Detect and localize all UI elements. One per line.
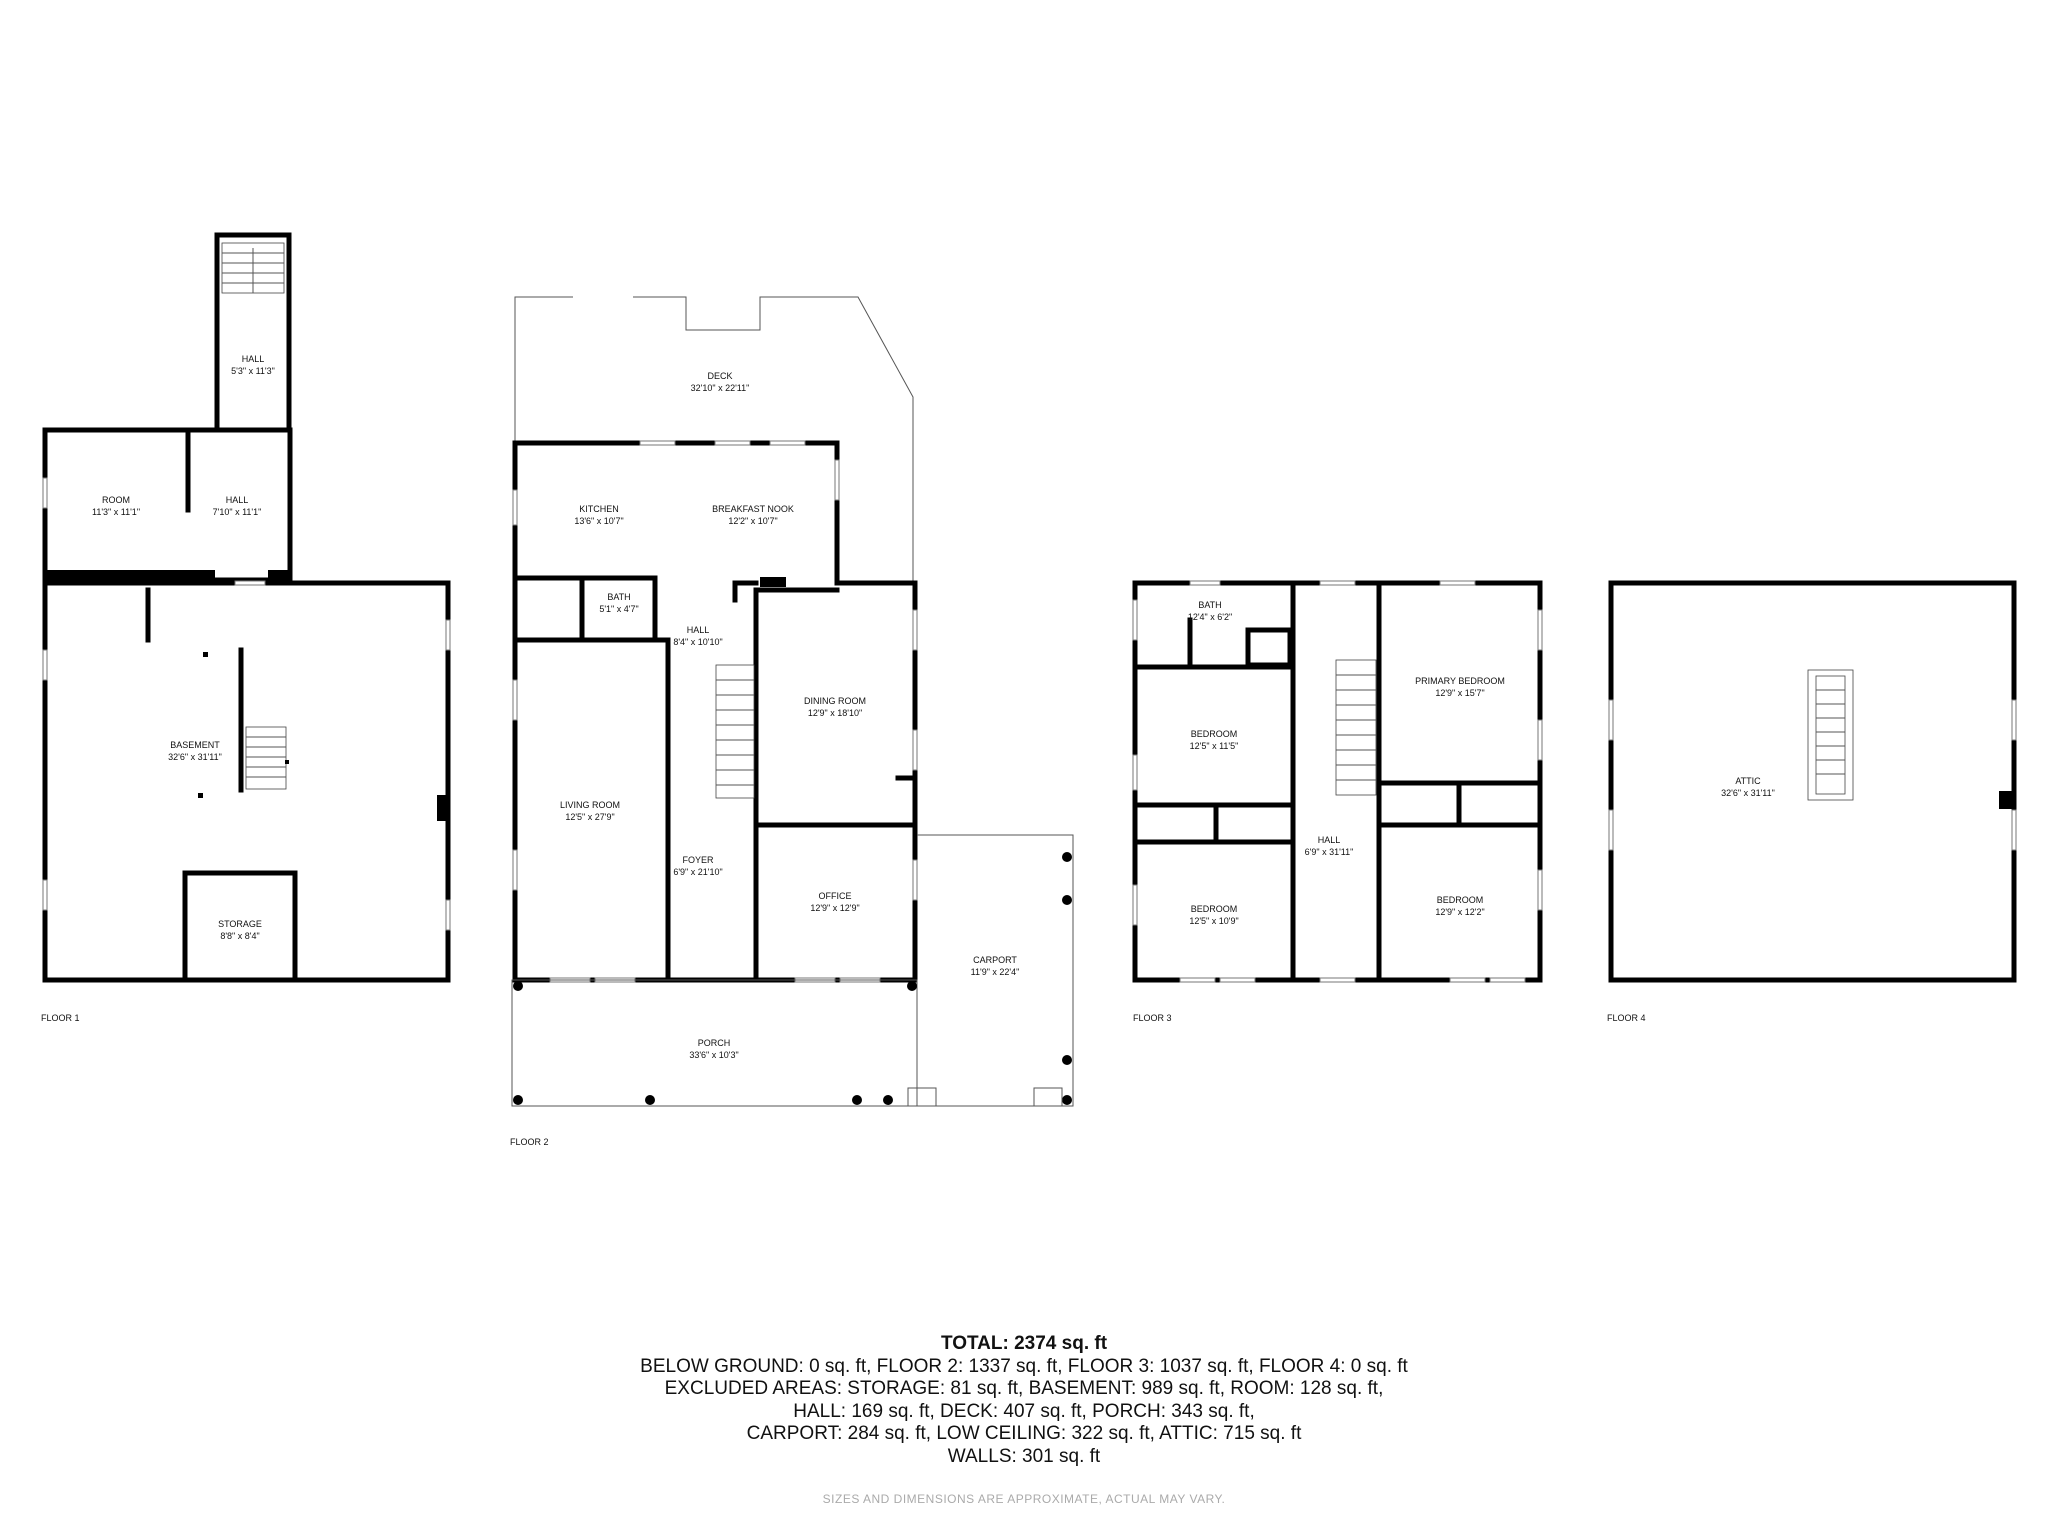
room-dims: 13'6" x 10'7" [574,516,623,526]
floor-1-top-stairs [221,242,285,294]
room-name: DINING ROOM [804,696,866,706]
room-dims: 32'6" x 31'11" [1721,788,1775,798]
room-dims: 32'6" x 31'11" [168,752,222,762]
floor-2-carport-outline [917,834,1074,1107]
room-dims: 12'9" x 12'2" [1435,907,1484,917]
room-name: BEDROOM [1191,904,1238,914]
floor-1-room-hall-walls [42,427,293,583]
floor-2-stairs [715,664,755,799]
room-name: ROOM [102,495,130,505]
room-dims: 5'1" x 4'7" [599,604,638,614]
floor-4-attic-stairs [1807,669,1854,801]
floor-1-storage-walls [182,870,298,983]
room-dims: 12'9" x 18'10" [808,708,862,718]
floor-2-deck-outline [514,296,573,443]
floor-2-plan [511,296,1074,1107]
floor-4-plan [1608,580,2017,983]
room-dims: 8'8" x 8'4" [220,931,259,941]
room-dims: 12'4" x 6'2" [1188,612,1232,622]
floor-label: FLOOR 2 [510,1137,549,1147]
room-name: BREAKFAST NOOK [712,504,794,514]
room-name: PRIMARY BEDROOM [1415,676,1505,686]
floor-label: FLOOR 4 [1607,1013,1646,1023]
room-dims: 11'3" x 11'1" [92,507,140,517]
floor-label: FLOOR 1 [41,1013,80,1023]
room-name: LIVING ROOM [560,800,620,810]
room-dims: 12'5" x 11'5" [1190,741,1239,751]
summary-line: WALLS: 301 sq. ft [947,1445,1101,1467]
floor-2-porch-outline [511,979,918,1107]
room-dims: 7'10" x 11'1" [213,507,262,517]
summary-line: BELOW GROUND: 0 sq. ft, FLOOR 2: 1337 sq… [640,1355,1408,1377]
room-name: ATTIC [1735,776,1761,786]
room-name: STORAGE [218,919,262,929]
floor-3-stairs [1335,659,1377,796]
room-name: HALL [687,625,710,635]
room-name: HALL [226,495,249,505]
room-dims: 6'9" x 31'11" [1305,847,1354,857]
room-name: BATH [607,592,630,602]
room-name: BEDROOM [1437,895,1484,905]
total-area: TOTAL: 2374 sq. ft [940,1333,1108,1354]
room-dims: 12'2" x 10'7" [728,516,777,526]
room-dims: 32'10" x 22'11" [691,383,750,393]
room-name: CARPORT [973,955,1017,965]
room-dims: 6'9" x 21'10" [673,867,722,877]
room-dims: 12'9" x 15'7" [1435,688,1484,698]
room-name: BATH [1198,600,1221,610]
floor-3-plan [1132,580,1543,983]
room-name: HALL [242,354,265,364]
summary-line: CARPORT: 284 sq. ft, LOW CEILING: 322 sq… [746,1423,1302,1444]
room-name: DECK [707,371,732,381]
area-summary: TOTAL: 2374 sq. ft BELOW GROUND: 0 sq. f… [0,1333,2048,1468]
room-dims: 12'9" x 12'9" [810,903,859,913]
room-dims: 12'5" x 10'9" [1189,916,1238,926]
room-name: OFFICE [819,891,852,901]
room-name: KITCHEN [579,504,619,514]
disclaimer: SIZES AND DIMENSIONS ARE APPROXIMATE, AC… [822,1492,1226,1506]
summary-line: EXCLUDED AREAS: STORAGE: 81 sq. ft, BASE… [664,1378,1384,1399]
room-dims: 8'4" x 10'10" [673,637,722,647]
floor-label: FLOOR 3 [1133,1013,1172,1023]
room-dims: 33'6" x 10'3" [689,1050,738,1060]
room-name: BEDROOM [1191,729,1238,739]
room-dims: 12'5" x 27'9" [565,812,614,822]
room-dims: 11'9" x 22'4" [971,967,1020,977]
room-name: HALL [1318,835,1341,845]
floor-4-attic-walls [1608,580,2017,983]
floor-1-basement-stairs [245,726,287,790]
room-name: FOYER [682,855,714,865]
summary-line: HALL: 169 sq. ft, DECK: 407 sq. ft, PORC… [793,1400,1255,1422]
room-name: PORCH [698,1038,731,1048]
floor-1-plan [42,232,451,983]
room-dims: 5'3" x 11'3" [231,366,275,376]
room-name: BASEMENT [170,740,220,750]
